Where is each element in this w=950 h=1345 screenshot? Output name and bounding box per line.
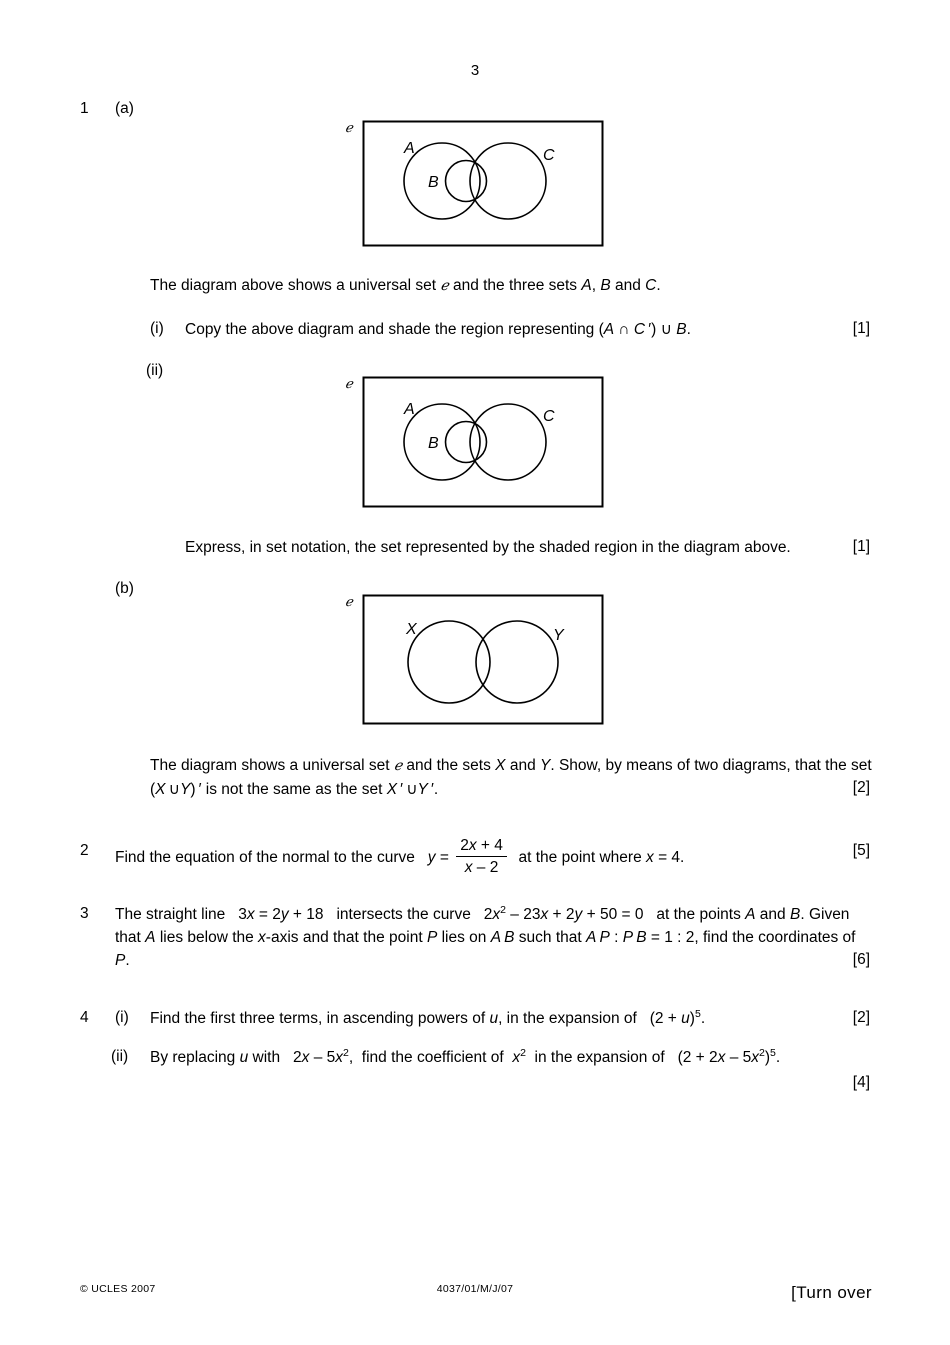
question-1-number: 1 xyxy=(80,100,89,117)
set-b-label: B xyxy=(428,435,439,452)
universal-set-rectangle xyxy=(362,594,604,725)
question-1ai-text: Copy the above diagram and shade the reg… xyxy=(185,321,691,338)
question-3-text: The straight line 3x = 2y + 18 intersect… xyxy=(115,903,856,969)
set-x-circle xyxy=(407,620,491,704)
question-2-text-before: Find the equation of the normal to the c… xyxy=(115,849,454,867)
question-1aii-label: (ii) xyxy=(146,362,164,379)
question-1b-marks: [2] xyxy=(852,779,870,796)
question-2-number: 2 xyxy=(80,842,89,859)
set-y-circle xyxy=(475,620,559,704)
page-number: 3 xyxy=(470,62,480,79)
venn-diagram-abc-plain: ℯ A C B xyxy=(345,118,610,250)
venn-svg-abc-plain: A C B xyxy=(362,120,604,247)
footer-paper-code: 4037/01/M/J/07 xyxy=(436,1283,514,1295)
question-2-text: Find the equation of the normal to the c… xyxy=(115,837,815,878)
set-y-label: Y xyxy=(553,627,565,644)
set-a-label: A xyxy=(403,140,415,157)
set-c-circle xyxy=(469,142,547,220)
venn-diagram-abc-shaded: ℯ A C B xyxy=(345,374,610,514)
set-a-circle xyxy=(403,142,481,220)
set-b-label: B xyxy=(428,174,439,191)
question-4i-label: (i) xyxy=(115,1009,129,1026)
question-4i-marks: [2] xyxy=(852,1009,870,1026)
question-4ii-marks: [4] xyxy=(852,1074,870,1091)
set-x-label: X xyxy=(405,621,418,638)
venn-svg-abc-shaded: A C B xyxy=(362,376,604,508)
set-a-label: A xyxy=(403,401,415,418)
set-c-label: C xyxy=(543,147,555,164)
question-1ai-label: (i) xyxy=(150,320,164,337)
universal-set-symbol: ℯ xyxy=(345,595,353,610)
fraction-numerator: 2x + 4 xyxy=(460,837,503,854)
venn-svg-xy: X Y xyxy=(362,594,604,725)
set-a-circle xyxy=(403,403,481,481)
question-3-number: 3 xyxy=(80,905,89,922)
set-b-circle xyxy=(444,420,488,464)
question-1aii-text: Express, in set notation, the set repres… xyxy=(185,539,791,556)
set-c-circle xyxy=(469,403,547,481)
question-1b-text: The diagram shows a universal set ℯ and … xyxy=(150,757,872,798)
universal-set-rectangle xyxy=(362,376,604,508)
universal-set-symbol: ℯ xyxy=(345,377,353,392)
question-3-marks: [6] xyxy=(852,951,870,968)
question-4-number: 4 xyxy=(80,1009,89,1026)
question-1aii-marks: [1] xyxy=(852,538,870,555)
set-c-label: C xyxy=(543,408,555,425)
set-b-circle xyxy=(444,159,488,203)
question-1ai-marks: [1] xyxy=(852,320,870,337)
question-2-text-after: at the point where x = 4. xyxy=(509,849,685,867)
question-1a-label: (a) xyxy=(115,100,134,117)
universal-set-rectangle xyxy=(362,120,604,247)
universal-set-symbol: ℯ xyxy=(345,121,353,136)
venn-diagram-xy: ℯ X Y xyxy=(345,592,610,732)
footer-copyright: © UCLES 2007 xyxy=(80,1283,156,1295)
question-2-marks: [5] xyxy=(852,842,870,859)
fraction-denominator: x – 2 xyxy=(456,856,507,877)
question-4ii-text: By replacing u with 2x – 5x2, find the c… xyxy=(150,1046,781,1066)
question-2-fraction: 2x + 4 x – 2 xyxy=(456,837,507,877)
shaded-region-a-intersect-c-minus-b xyxy=(470,404,480,480)
question-1b-label: (b) xyxy=(115,580,134,597)
footer-turn-over: [Turn over xyxy=(791,1283,872,1302)
question-4ii-label: (ii) xyxy=(111,1048,129,1065)
question-1a-caption-text: The diagram above shows a universal set … xyxy=(150,277,661,294)
question-4i-text: Find the first three terms, in ascending… xyxy=(150,1007,706,1027)
question-1a-caption: The diagram above shows a universal set … xyxy=(150,274,880,298)
